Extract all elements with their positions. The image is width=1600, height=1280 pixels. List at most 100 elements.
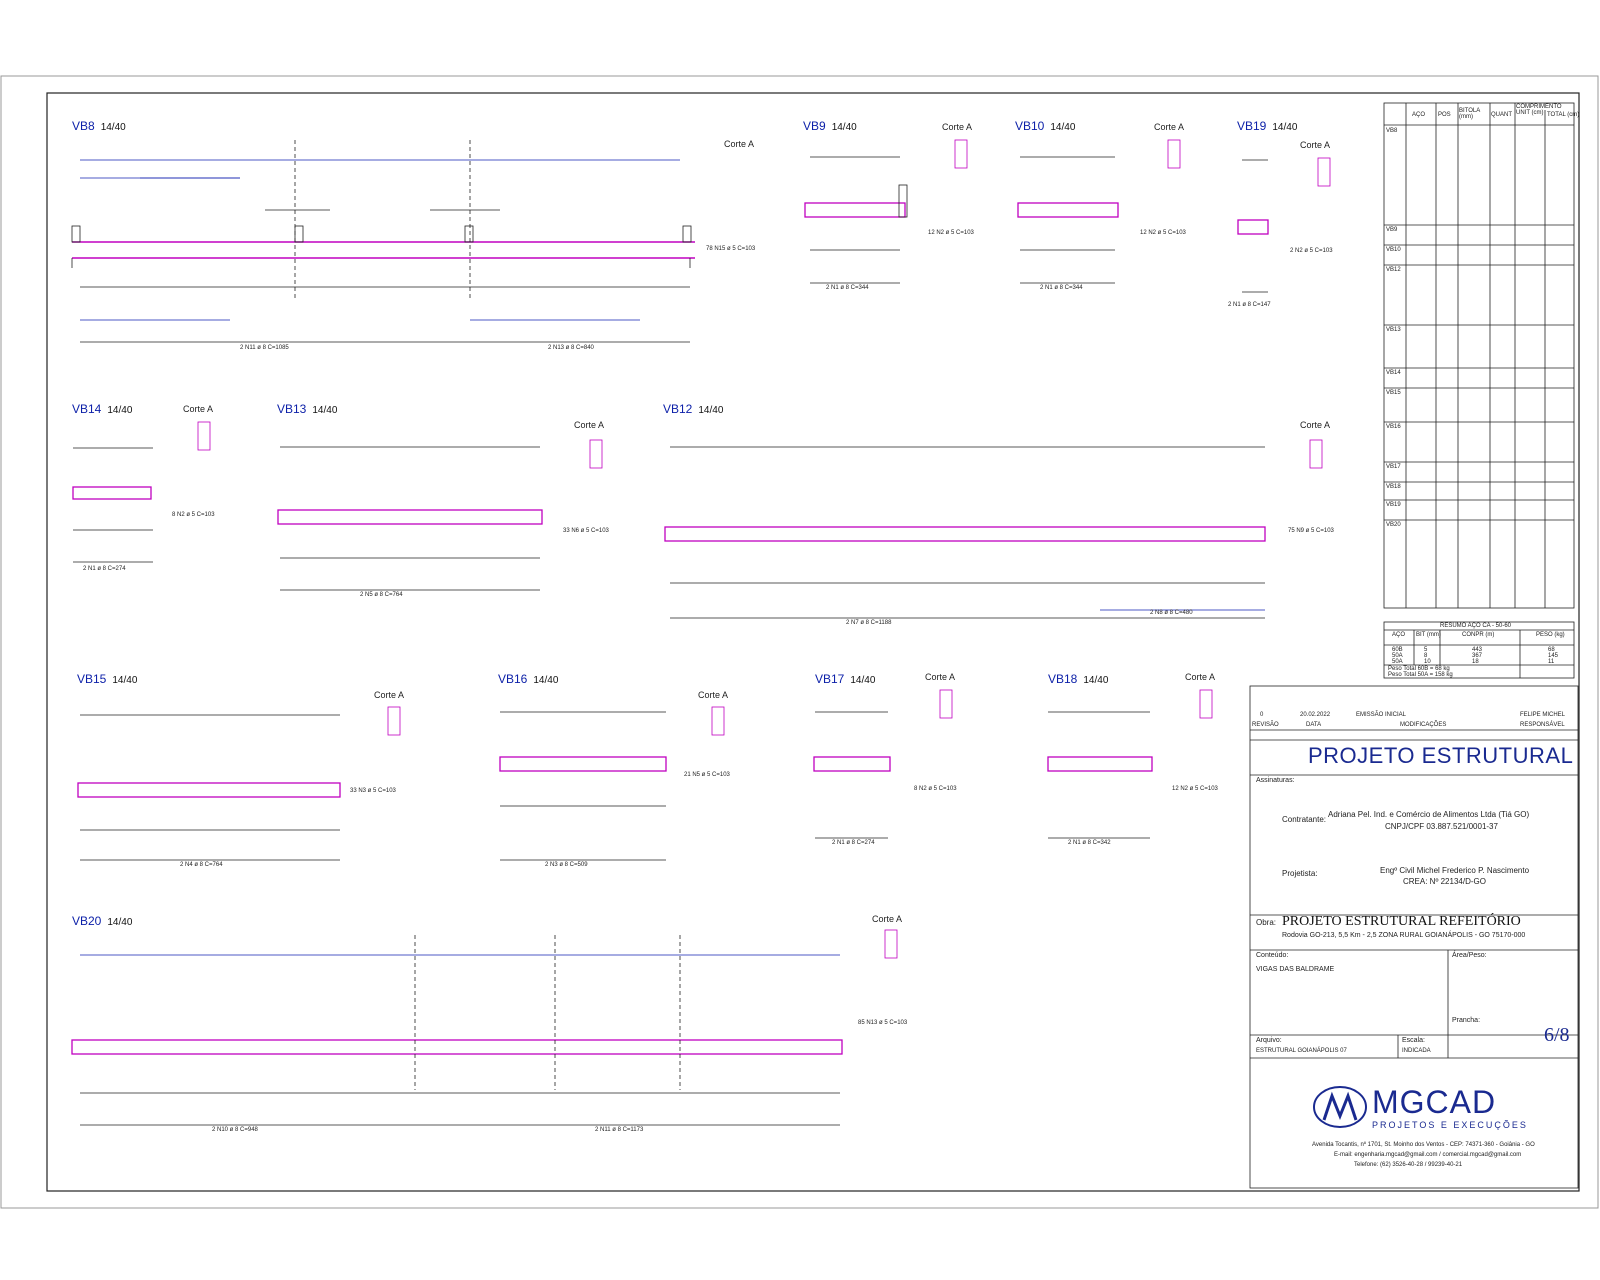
corte-label: Corte A <box>724 139 755 149</box>
beam-vb20 <box>71 929 898 1126</box>
table-header-pos: POS <box>1438 112 1451 118</box>
summary-cell: 10 <box>1424 659 1431 665</box>
rebar-annotation: 33 N6 ø 5 C=103 <box>563 528 609 534</box>
mgcad-logo-icon <box>1313 1086 1367 1128</box>
conteudo-label: Conteúdo: <box>1256 952 1289 959</box>
rebar-annotation: 33 N3 ø 5 C=103 <box>350 788 396 794</box>
summary-cell: 8 <box>1424 653 1428 659</box>
assinaturas-label: Assinaturas: <box>1256 777 1295 784</box>
summary-header: BIT (mm) <box>1416 632 1441 638</box>
table-group-label: VB12 <box>1386 267 1401 273</box>
corte-label: Corte A <box>925 672 956 682</box>
rebar-annotation: 12 N2 ø 5 C=103 <box>1172 786 1218 792</box>
rebar-annotation: 8 N2 ø 5 C=103 <box>172 512 215 518</box>
revision-header: MODIFICAÇÕES <box>1400 722 1447 728</box>
summary-cell: 68 <box>1548 647 1555 653</box>
project-title: PROJETO ESTRUTURAL <box>1308 743 1574 768</box>
revision-date: 20.02.2022 <box>1300 712 1331 718</box>
beam-vb18 <box>1047 689 1213 839</box>
rebar-annotation: 2 N2 ø 5 C=103 <box>1290 248 1333 254</box>
obra-address: Rodovia GO-213, 5,5 Km - 2,5 ZONA RURAL … <box>1282 932 1526 939</box>
escala-label: Escala: <box>1402 1037 1425 1044</box>
corte-label: Corte A <box>942 122 973 132</box>
table-group-label: VB18 <box>1386 484 1401 490</box>
corte-label: Corte A <box>1154 122 1185 132</box>
corte-label: Corte A <box>1185 672 1216 682</box>
table-group-label: VB10 <box>1386 247 1401 253</box>
table-header-bitola: BITOLA (mm) <box>1459 108 1480 120</box>
rebar-annotation: 2 N11 ø 8 C=1173 <box>595 1127 644 1133</box>
corte-label: Corte A <box>183 404 214 414</box>
summary-total: Peso Total 60B = 68 kg <box>1388 666 1450 672</box>
rebar-annotation: 2 N7 ø 8 C=1188 <box>846 620 892 626</box>
steel-summary-table <box>1383 621 1575 679</box>
revision-resp: FELIPE MICHEL <box>1520 712 1566 718</box>
rebar-table <box>1383 102 1575 609</box>
summary-header: PESO (kg) <box>1536 632 1565 638</box>
rebar-annotation: 2 N11 ø 8 C=1085 <box>240 345 289 351</box>
corte-label: Corte A <box>872 914 903 924</box>
revision-header: RESPONSÁVEL <box>1520 722 1565 728</box>
corte-label: Corte A <box>574 420 605 430</box>
arquivo-value: ESTRUTURAL GOIANÁPOLIS 07 <box>1256 1048 1347 1054</box>
corte-label: Corte A <box>1300 420 1331 430</box>
rebar-annotation: 21 N5 ø 5 C=103 <box>684 772 730 778</box>
beam-vb10 <box>1017 139 1181 284</box>
revision-desc: EMISSÃO INICIAL <box>1356 712 1407 718</box>
projetista-label: Projetista: <box>1282 869 1318 878</box>
revision-header: REVISÃO <box>1252 722 1279 728</box>
obra-title: PROJETO ESTRUTURAL REFEITÓRIO <box>1282 914 1521 929</box>
escala-value: INDICADA <box>1402 1048 1431 1054</box>
contratante-cnpj: CNPJ/CPF 03.887.521/0001-37 <box>1385 822 1498 831</box>
summary-cell: 60B <box>1392 647 1403 653</box>
table-group-label: VB13 <box>1386 327 1401 333</box>
steel-summary-title: RESUMO AÇO CA - 50-60 <box>1440 623 1512 629</box>
summary-cell: 50A <box>1392 659 1403 665</box>
prancha-label: Prancha: <box>1452 1017 1481 1024</box>
rebar-annotation: 2 N1 ø 8 C=342 <box>1068 840 1111 846</box>
title-block-frame <box>1249 685 1579 1189</box>
table-group-label: VB14 <box>1386 370 1401 376</box>
summary-cell: 443 <box>1472 647 1483 653</box>
company-logo <box>1310 1082 1370 1137</box>
rebar-annotation: 2 N1 ø 8 C=147 <box>1228 302 1271 308</box>
table-header-quant: QUANT <box>1491 112 1512 118</box>
summary-cell: 18 <box>1472 659 1479 665</box>
obra-label: Obra: <box>1256 918 1277 927</box>
beam-vb12 <box>664 439 1323 619</box>
beam-vb14 <box>72 421 211 563</box>
beam-vb9 <box>804 139 968 284</box>
summary-cell: 367 <box>1472 653 1483 659</box>
rebar-annotation: 12 N2 ø 5 C=103 <box>928 230 974 236</box>
table-group-label: VB8 <box>1386 128 1398 134</box>
beam-vb19 <box>1237 157 1331 293</box>
revision-number: 0 <box>1260 712 1264 718</box>
summary-header: CONPR (m) <box>1462 632 1495 638</box>
summary-cell: 145 <box>1548 653 1559 659</box>
company-phone: Telefone: (62) 3526-40-28 / 99239-40-21 <box>1354 1162 1463 1168</box>
summary-total: Peso Total 50A = 158 kg <box>1388 672 1453 678</box>
table-group-label: VB17 <box>1386 464 1401 470</box>
table-header-total: TOTAL (cm) <box>1547 112 1580 118</box>
company-address: Avenida Tocantis, nº 1701, St. Moinho do… <box>1312 1142 1535 1148</box>
company-email: E-mail: engenharia.mgcad@gmail.com / com… <box>1334 1152 1522 1158</box>
summary-cell: 50A <box>1392 653 1403 659</box>
summary-header: AÇO <box>1392 632 1406 638</box>
beam-vb8 <box>71 140 695 343</box>
rebar-annotation: 2 N4 ø 8 C=764 <box>180 862 223 868</box>
table-group-label: VB9 <box>1386 227 1398 233</box>
corte-label: Corte A <box>1300 140 1331 150</box>
rebar-annotation: 2 N13 ø 8 C=840 <box>548 345 594 351</box>
beam-vb17 <box>813 689 953 839</box>
rebar-annotation: 2 N5 ø 8 C=764 <box>360 592 403 598</box>
rebar-annotation: 2 N1 ø 8 C=274 <box>83 566 126 572</box>
